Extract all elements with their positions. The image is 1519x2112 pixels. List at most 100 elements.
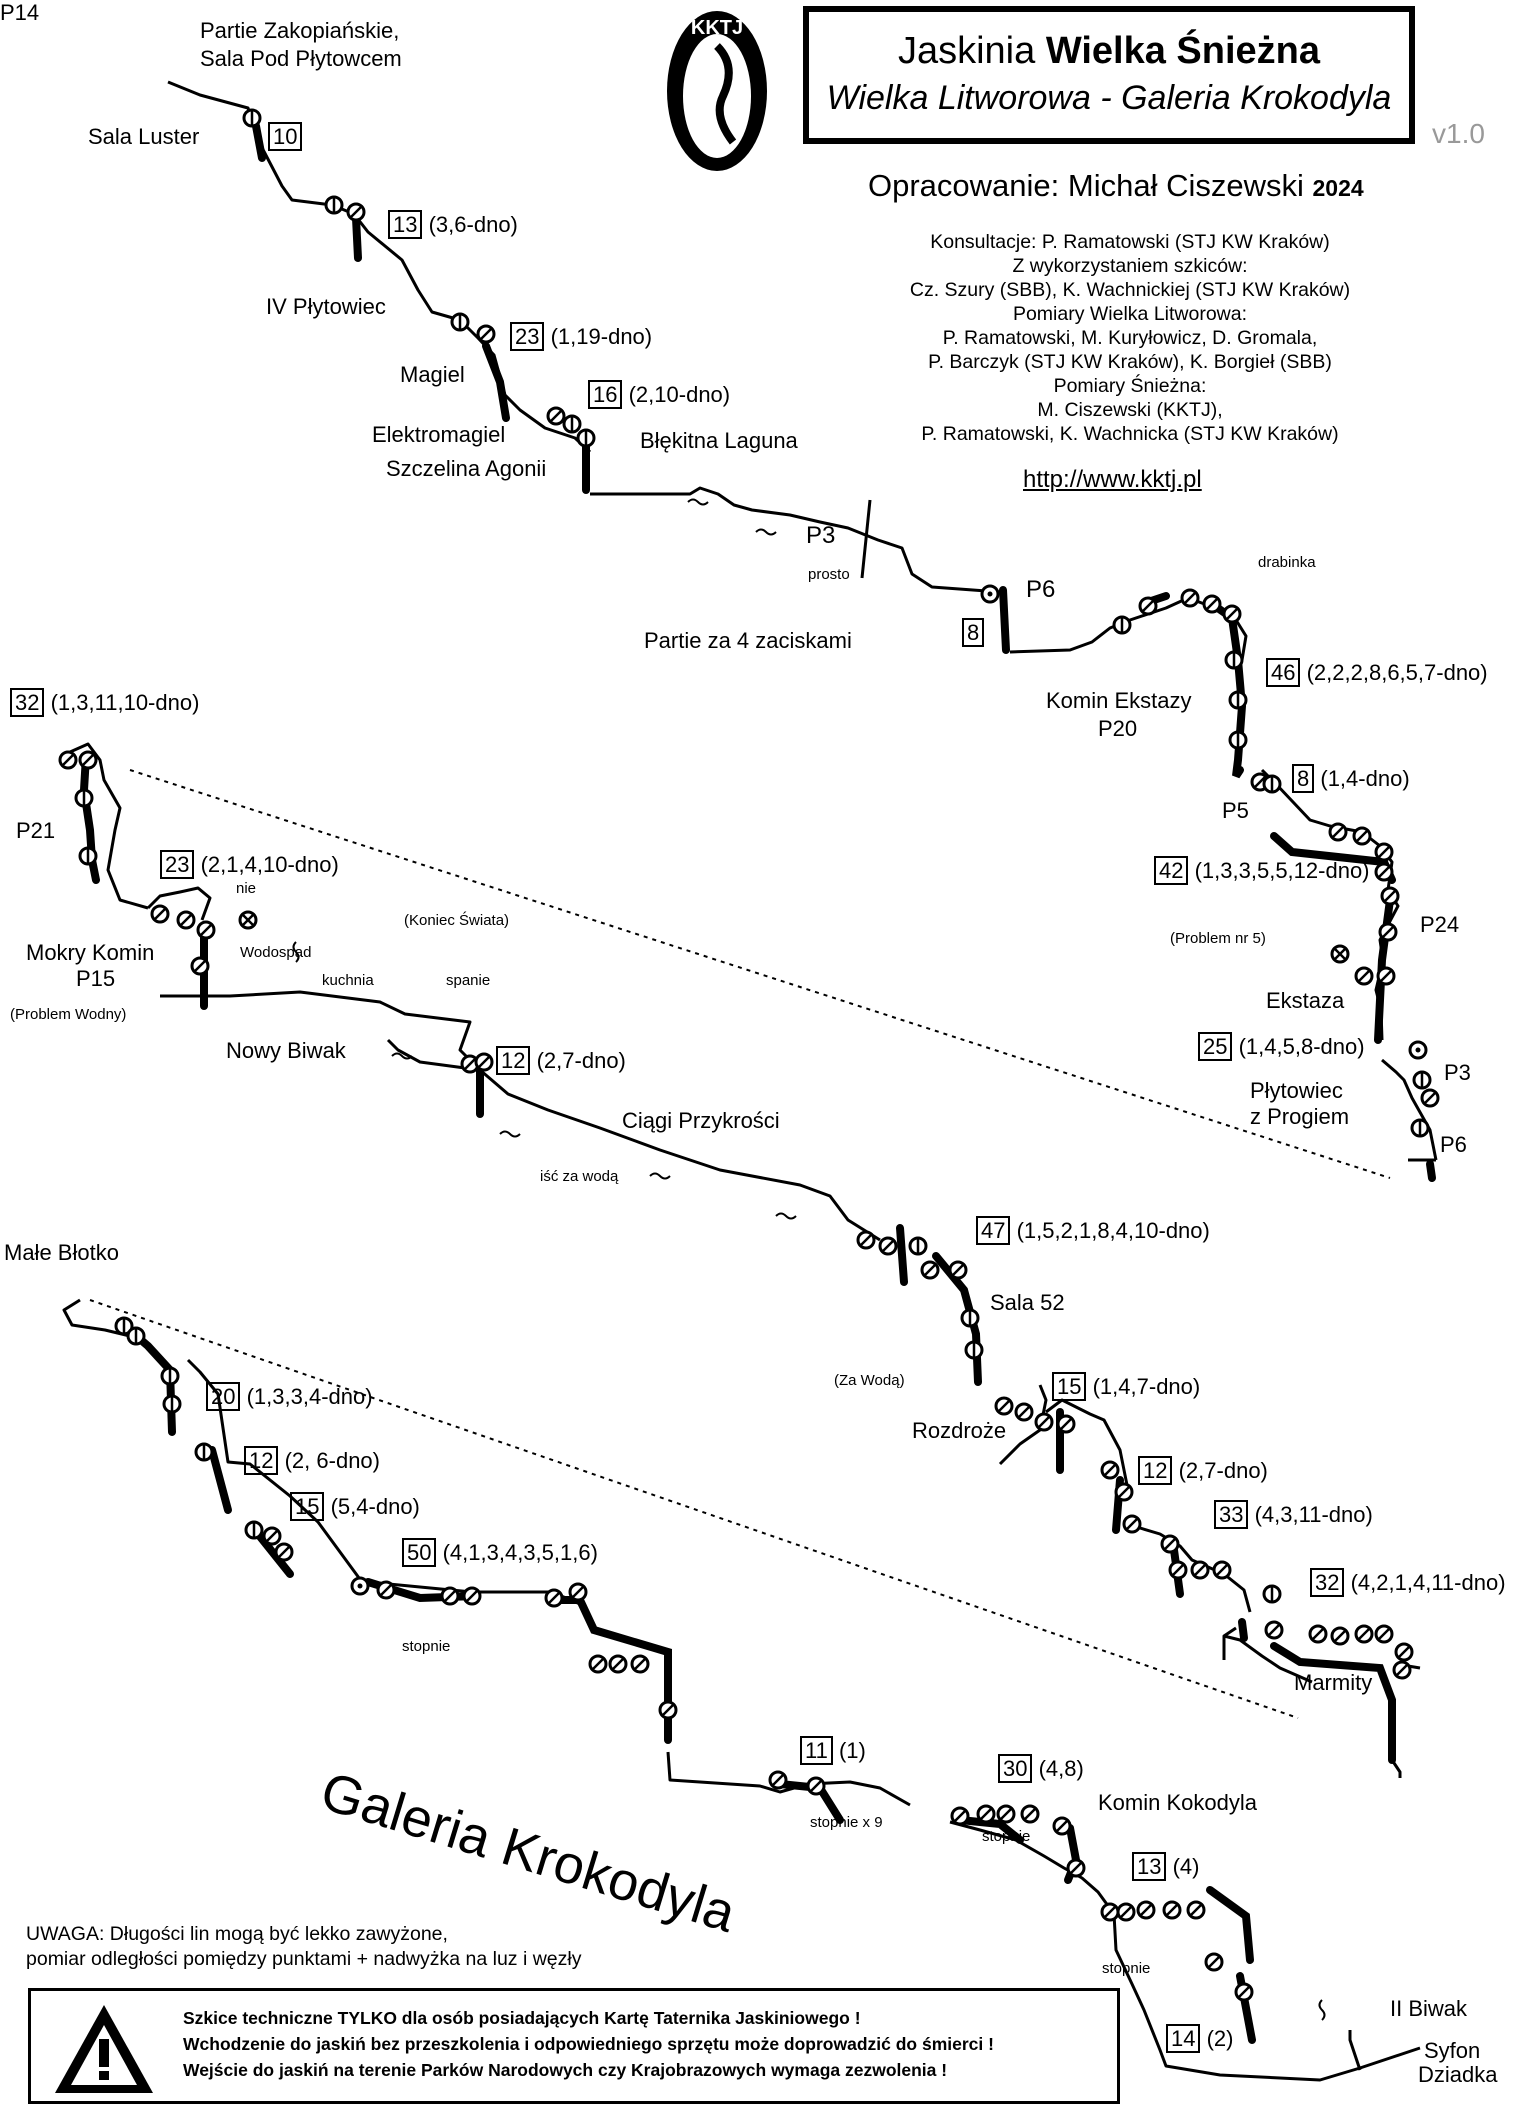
rope-label: 12 (2, 6-dno) xyxy=(244,1446,380,1475)
rope-length-box: 23 xyxy=(510,322,545,351)
place-label: (Problem Wodny) xyxy=(10,1006,127,1023)
place-label: Partie Zakopiańskie, xyxy=(200,18,400,43)
rope-length-box: 25 xyxy=(1198,1032,1233,1061)
place-label: iść za wodą xyxy=(540,1168,619,1185)
place-label: stopnie xyxy=(982,1828,1031,1845)
rope-points: (1,3,3,5,5,12-dno) xyxy=(1194,858,1370,883)
title-prefix: Jaskinia xyxy=(897,30,1036,72)
credits-block: Konsultacje: P. Ramatowski (STJ KW Krakó… xyxy=(840,230,1420,446)
place-label: Sala Luster xyxy=(88,124,200,149)
author-label: Opracowanie: Michał Ciszewski xyxy=(868,168,1304,203)
place-label: stopnie xyxy=(1102,1960,1151,1977)
water-arrows xyxy=(292,498,1326,2021)
note-line: pomiar odległości pomiędzy punktami + na… xyxy=(26,1948,582,1970)
rope-length-box: 14 xyxy=(1166,2024,1201,2053)
rope-points: (1,19-dno) xyxy=(550,324,653,349)
place-label: P15 xyxy=(76,966,116,991)
place-label: Ekstaza xyxy=(1266,988,1345,1013)
place-label: Małe Błotko xyxy=(4,1240,119,1265)
rope-points: (1,5,2,1,8,4,10-dno) xyxy=(1016,1218,1210,1243)
author-line: Opracowanie: Michał Ciszewski 2024 xyxy=(868,168,1364,204)
rope-length-box: 32 xyxy=(1310,1568,1345,1597)
rope-length-box: 12 xyxy=(496,1046,531,1075)
rope-length-box: 11 xyxy=(800,1736,833,1765)
place-label: stopnie x 9 xyxy=(810,1814,883,1831)
place-label: drabinka xyxy=(1258,554,1316,571)
warning-line: Szkice techniczne TYLKO dla osób posiada… xyxy=(183,2008,861,2028)
rope-points: (1,4,5,8-dno) xyxy=(1238,1034,1365,1059)
rope-length-box: 50 xyxy=(402,1538,437,1567)
rope-length-box: 30 xyxy=(998,1754,1033,1783)
place-label: Ciągi Przykrości xyxy=(622,1108,780,1133)
warning-triangle-icon xyxy=(55,2005,153,2093)
rope-length-box: 10 xyxy=(268,122,303,151)
rope-points: (2) xyxy=(1206,2026,1234,2051)
warning-box: Szkice techniczne TYLKO dla osób posiada… xyxy=(28,1988,1120,2104)
place-label: II Biwak xyxy=(1390,1996,1468,2021)
credit-line: Z wykorzystaniem szkiców: xyxy=(1012,255,1248,277)
note-line: UWAGA: Długości lin mogą być lekko zawyż… xyxy=(26,1923,448,1945)
rope-length-box: 15 xyxy=(1052,1372,1087,1401)
rope-length-box: 33 xyxy=(1214,1500,1249,1529)
rope-points: (2,1,4,10-dno) xyxy=(200,852,339,877)
credit-line: P. Ramatowski, M. Kuryłowicz, D. Gromala… xyxy=(942,327,1318,349)
rope-points: (2,7-dno) xyxy=(536,1048,626,1073)
place-label: Syfon xyxy=(1424,2038,1481,2063)
rope-points: (4,3,11-dno) xyxy=(1254,1502,1373,1527)
place-label: (Problem nr 5) xyxy=(1170,930,1266,947)
place-label: IV Płytowiec xyxy=(266,294,386,319)
warning-text: Szkice techniczne TYLKO dla osób posiada… xyxy=(183,2005,994,2083)
rope-points: (1) xyxy=(838,1738,866,1763)
place-label: Rozdroże xyxy=(912,1418,1007,1443)
rope-label: 11 (1) xyxy=(800,1736,866,1765)
place-label: P14 xyxy=(0,0,40,25)
place-label: prosto xyxy=(808,566,850,583)
rope-points: (4,1,3,4,3,5,1,6) xyxy=(442,1540,598,1565)
place-label: kuchnia xyxy=(322,972,374,989)
cross-markers xyxy=(860,499,872,579)
rope-label: 13 (3,6-dno) xyxy=(388,210,518,239)
place-label: (Koniec Świata) xyxy=(404,912,510,929)
rope-label: 47 (1,5,2,1,8,4,10-dno) xyxy=(976,1216,1210,1245)
rope-points: (5,4-dno) xyxy=(330,1494,420,1519)
place-label: (Za Wodą) xyxy=(834,1372,905,1389)
place-label: Nowy Biwak xyxy=(226,1038,346,1063)
credit-line: P. Barczyk (STJ KW Kraków), K. Borgieł (… xyxy=(928,351,1332,373)
rope-points: (2, 6-dno) xyxy=(284,1448,380,1473)
rope-length-box: 15 xyxy=(290,1492,325,1521)
place-label: Błękitna Laguna xyxy=(640,428,798,453)
place-label: Marmity xyxy=(1294,1670,1373,1695)
rope-points: (4) xyxy=(1172,1854,1200,1879)
credit-line: P. Ramatowski, K. Wachnicka (STJ KW Krak… xyxy=(921,423,1339,445)
warning-line: Wchodzenie do jaskiń bez przeszkolenia i… xyxy=(183,2034,994,2054)
rope-points: (1,4,7-dno) xyxy=(1092,1374,1201,1399)
credit-line: M. Ciszewski (KKTJ), xyxy=(1037,399,1223,421)
place-label: Mokry Komin xyxy=(26,940,155,965)
rope-length-box: 13 xyxy=(388,210,423,239)
rope-length-box: 47 xyxy=(976,1216,1011,1245)
rope-length-box: 12 xyxy=(244,1446,279,1475)
rope-label: 14 (2) xyxy=(1166,2024,1234,2053)
rope-label: 10 xyxy=(268,122,303,151)
title-box: Jaskinia Wielka Śnieżna Wielka Litworowa… xyxy=(803,6,1415,144)
rope-points: (2,7-dno) xyxy=(1178,1458,1268,1483)
version-label: v1.0 xyxy=(1432,118,1485,149)
rope-length-box: 46 xyxy=(1266,658,1301,687)
dotted-connectors xyxy=(89,769,1391,1719)
rope-length-box: 23 xyxy=(160,850,195,879)
place-label: Komin Ekstazy xyxy=(1046,688,1192,713)
place-label: Szczelina Agonii xyxy=(386,456,547,481)
rope-label: 8 xyxy=(962,618,985,647)
place-label: P3 xyxy=(1444,1060,1471,1085)
place-label: P20 xyxy=(1098,716,1138,741)
warning-line: Wejście do jaskiń na terenie Parków Naro… xyxy=(183,2060,948,2080)
rope-label: 12 (2,7-dno) xyxy=(1138,1456,1268,1485)
place-label: Płytowiec xyxy=(1250,1078,1343,1103)
place-label: P6 xyxy=(1026,576,1056,603)
rope-label: 23 (1,19-dno) xyxy=(510,322,653,351)
rope-length-box: 32 xyxy=(10,688,45,717)
place-label: spanie xyxy=(446,972,491,989)
rope-points: (1,3,11,10-dno) xyxy=(50,690,200,715)
website-link[interactable]: http://www.kktj.pl xyxy=(1023,466,1202,493)
